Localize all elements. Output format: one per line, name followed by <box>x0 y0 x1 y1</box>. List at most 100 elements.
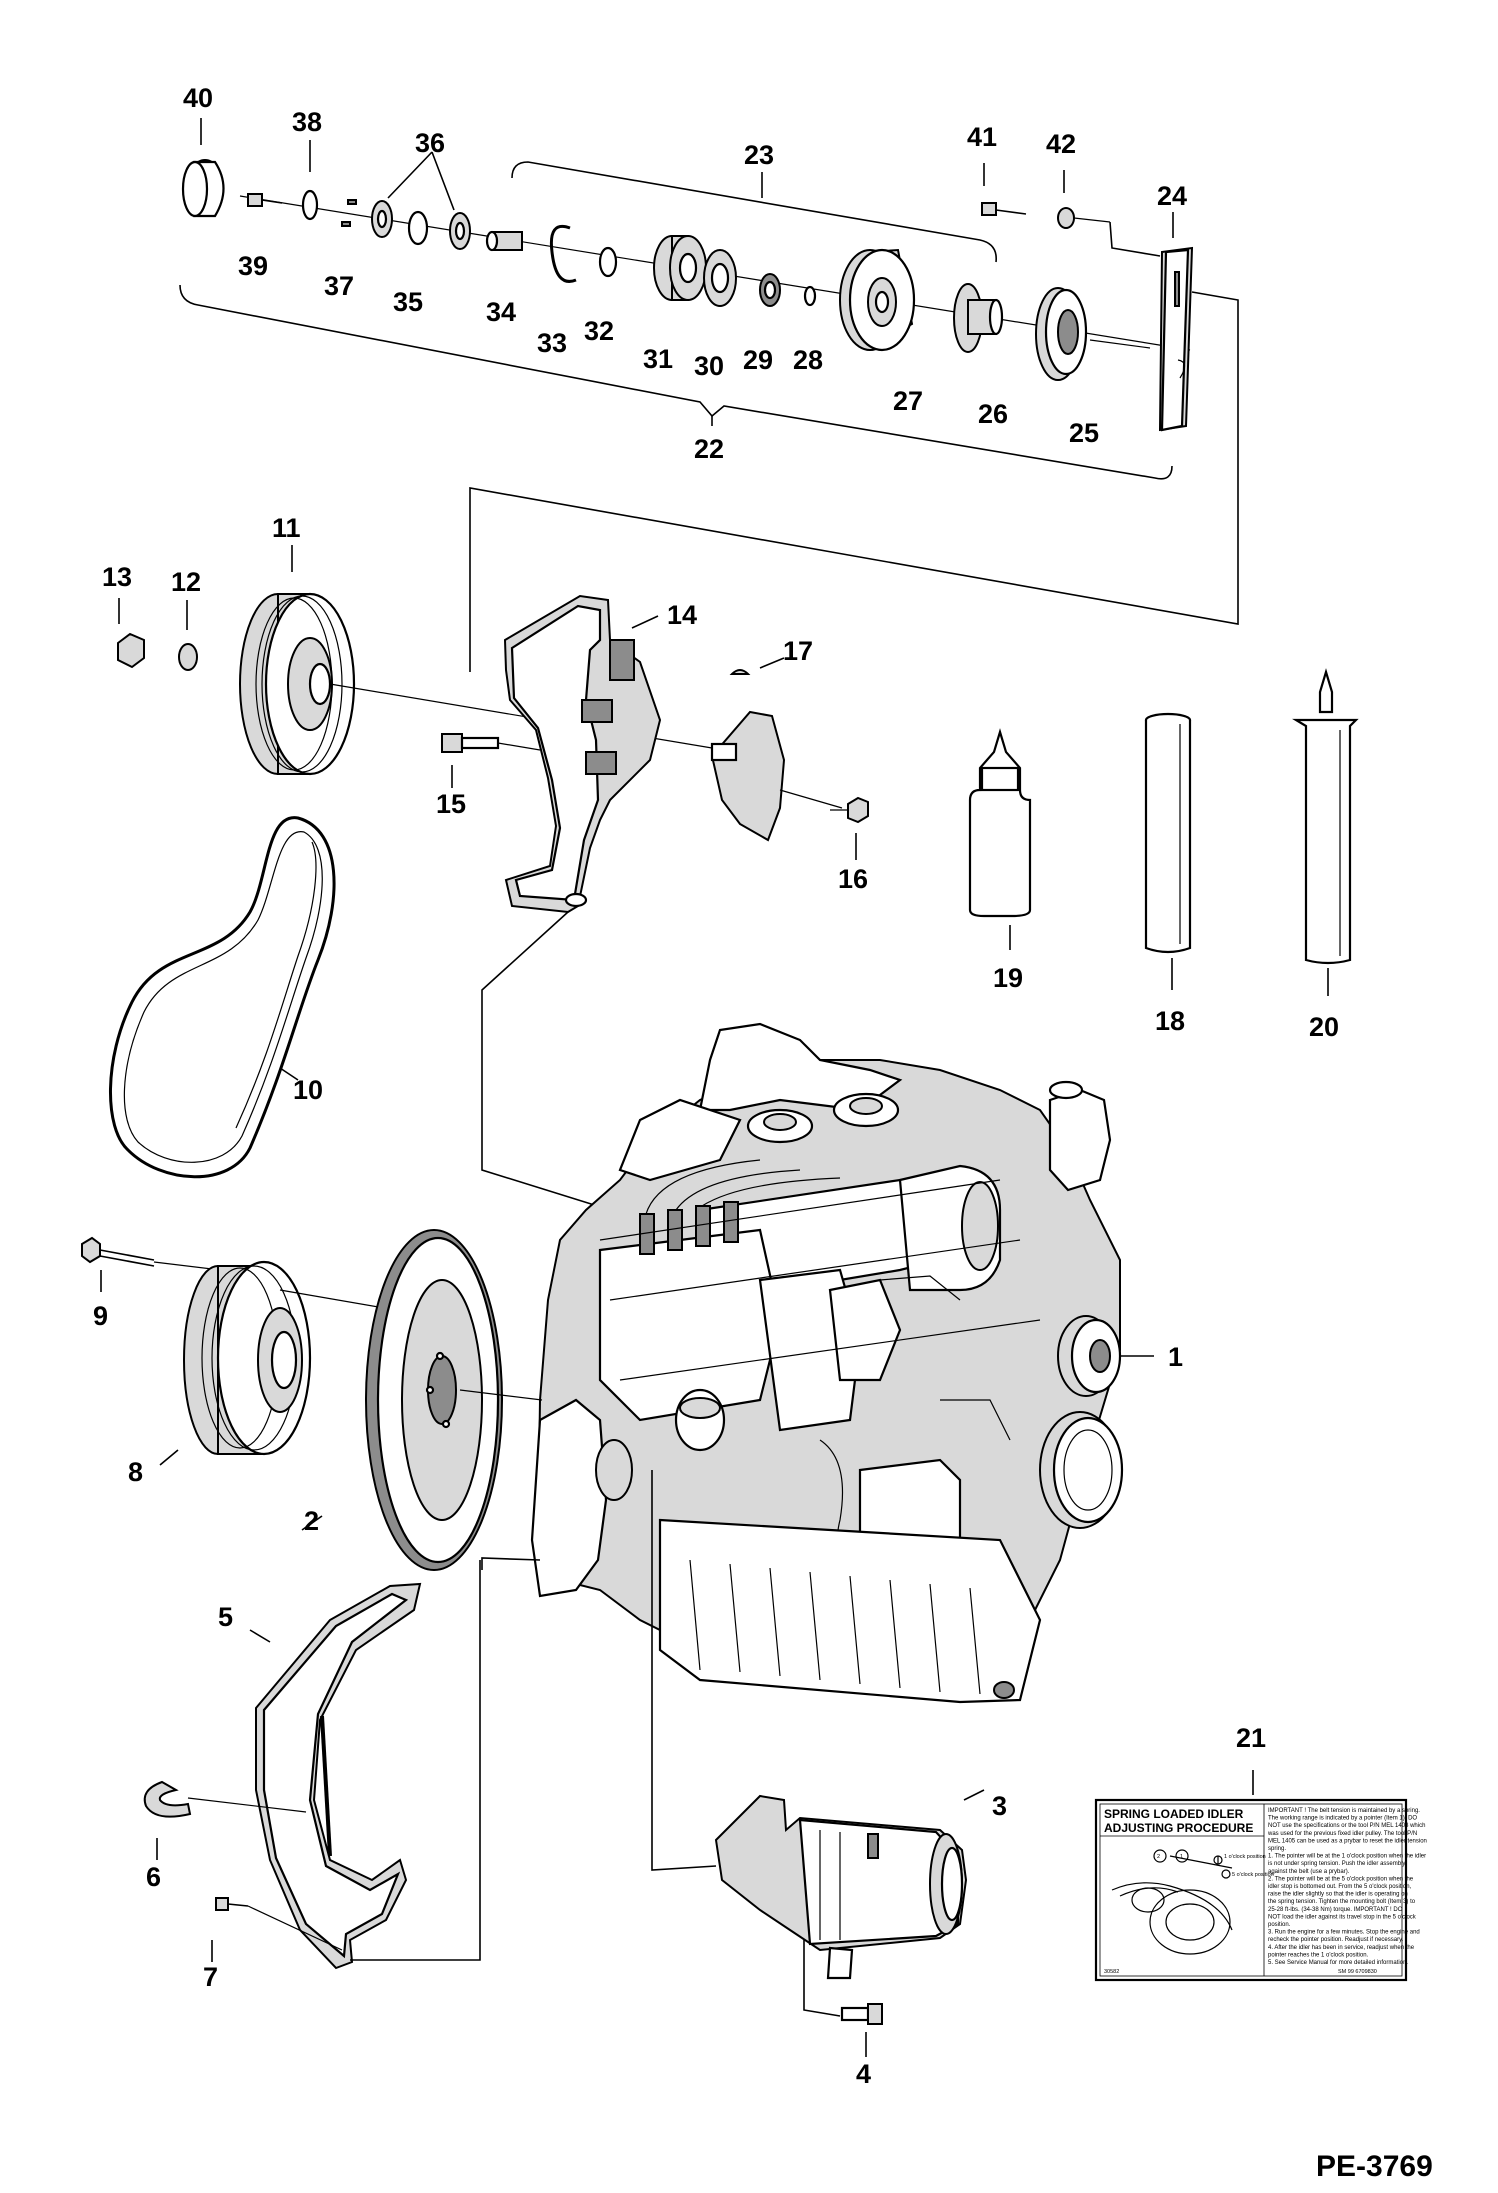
part-18-grease-tube <box>1144 712 1192 990</box>
part-38-washer <box>301 189 319 221</box>
callout-24: 24 <box>1157 181 1187 211</box>
part-9-bolt <box>81 1236 155 1267</box>
callout-8: 8 <box>128 1457 143 1487</box>
part-16-nut <box>830 796 869 824</box>
callout-28: 28 <box>793 345 823 375</box>
part-40-cap <box>181 159 225 218</box>
decal-instructions: IMPORTANT ! The belt tension is maintain… <box>1267 1808 1427 1966</box>
callout-33: 33 <box>537 328 567 358</box>
part-8-crank-pulley <box>183 1260 312 1456</box>
decal-1oclock-label: 1 o'clock position <box>1224 1854 1266 1860</box>
decal-marker-2: 2 <box>1157 1854 1160 1860</box>
part-2-flywheel <box>365 1229 503 1571</box>
callout-9: 9 <box>93 1301 108 1331</box>
part-19-threadlock-bottle <box>968 728 1032 950</box>
decal-instruction-line: was used for the previous fixed idler pu… <box>1267 1831 1417 1837</box>
callout-16: 16 <box>838 864 868 894</box>
decal-instruction-line: the spring tension. Tighten the mounting… <box>1268 1899 1416 1905</box>
decal-instruction-line: 2. The pointer will be at the 5 o'clock … <box>1268 1876 1414 1882</box>
part-13-nut <box>117 632 145 669</box>
decal-instruction-line: 3. Run the engine for a few minutes. Sto… <box>1268 1930 1420 1936</box>
part-10-drive-belt <box>109 816 336 1179</box>
decal-5oclock-label: 5 o'clock position <box>1232 1872 1274 1878</box>
callout-18: 18 <box>1155 1006 1185 1036</box>
decal-instruction-line: against the belt (use a prybar). <box>1268 1869 1350 1875</box>
callout-22: 22 <box>694 434 724 464</box>
callout-39: 39 <box>238 251 268 281</box>
callout-30: 30 <box>694 351 724 381</box>
part-21-adjusting-decal: SPRING LOADED IDLER ADJUSTING PROCEDURE … <box>1094 1798 1427 1982</box>
bracket-22 <box>179 284 1173 480</box>
callout-labels: 40 38 36 23 41 42 24 39 37 35 34 33 32 3… <box>93 83 1339 2089</box>
callout-26: 26 <box>978 399 1008 429</box>
part-7-screw <box>215 1897 249 1911</box>
decal-instruction-line: pointer reaches the 1 o'clock position. <box>1268 1952 1369 1958</box>
callout-19: 19 <box>993 963 1023 993</box>
decal-instruction-line: IMPORTANT ! The belt tension is maintain… <box>1268 1808 1420 1814</box>
callout-14: 14 <box>667 600 697 630</box>
part-39-screw <box>247 193 283 207</box>
decal-instruction-line: spring. <box>1268 1846 1286 1852</box>
part-1-engine <box>530 1022 1124 1704</box>
part-32-oring <box>598 246 618 278</box>
decal-marker-1: 1 <box>1180 1854 1183 1860</box>
decal-title-line2: ADJUSTING PROCEDURE <box>1104 1821 1253 1835</box>
callout-31: 31 <box>643 344 673 374</box>
callout-27: 27 <box>893 386 923 416</box>
part-35-oring <box>407 210 429 246</box>
bracket-23 <box>511 161 997 263</box>
part-20-sealant-tube <box>1292 668 1359 996</box>
part-28-ring <box>803 285 817 307</box>
callout-12: 12 <box>171 567 201 597</box>
callout-42: 42 <box>1046 129 1076 159</box>
part-3-starter <box>714 1794 968 1980</box>
part-12-washer <box>178 643 198 671</box>
part-26-hub <box>953 283 1004 353</box>
reference-number: PE-3769 <box>1316 2150 1433 2183</box>
callout-7: 7 <box>203 1962 218 1992</box>
part-34-sleeve <box>485 230 523 252</box>
callout-4: 4 <box>856 2059 871 2089</box>
callout-21: 21 <box>1236 1723 1266 1753</box>
part-6-clip <box>143 1780 192 1818</box>
decal-instruction-line: recheck the pointer position. Readjust i… <box>1268 1937 1404 1943</box>
decal-instruction-line: NOT load the idler against its travel st… <box>1268 1914 1417 1920</box>
callout-38: 38 <box>292 107 322 137</box>
part-33-snapring <box>549 225 577 283</box>
part-29-bushing <box>759 273 781 307</box>
callout-25: 25 <box>1069 418 1099 448</box>
part-4-bolt <box>840 2003 883 2025</box>
decal-idler-illustration: 2 1 1 o'clock position 5 o'clock positio… <box>1111 1849 1274 1955</box>
part-37-pin <box>347 199 357 205</box>
decal-instruction-line: 4. After the idler has been in service, … <box>1268 1945 1415 1951</box>
part-31-bearing <box>653 235 707 301</box>
part-30-seal <box>703 249 737 307</box>
part-5-belt-shield <box>255 1582 422 1970</box>
callout-11: 11 <box>272 513 301 543</box>
callout-29: 29 <box>743 345 773 375</box>
part-36-bearings <box>371 200 471 250</box>
decal-instruction-line: raise the idler slightly so that the idl… <box>1268 1892 1408 1898</box>
callout-37: 37 <box>324 271 354 301</box>
idler-assembly <box>179 118 1194 480</box>
decal-instruction-line: NOT use the specifications or the tool P… <box>1268 1823 1425 1829</box>
part-15-bolt <box>441 733 541 753</box>
callout-20: 20 <box>1309 1012 1339 1042</box>
decal-instruction-line: 5. See Service Manual for more detailed … <box>1268 1960 1408 1966</box>
callout-10: 10 <box>293 1075 323 1105</box>
callout-36: 36 <box>415 128 445 158</box>
decal-instruction-line: is not under spring tension. Push the id… <box>1268 1861 1405 1867</box>
callout-3: 3 <box>992 1791 1007 1821</box>
pulley-11 <box>239 592 356 776</box>
part-42-nut <box>1057 207 1075 229</box>
decal-footer-left: 30582 <box>1104 1969 1119 1975</box>
decal-instruction-line: idler stop is bottomed out. From the 5 o… <box>1268 1884 1412 1890</box>
decal-instruction-line: 25-28 ft-lbs. (34-38 Nm) torque. IMPORTA… <box>1268 1907 1403 1913</box>
decal-title-line1: SPRING LOADED IDLER <box>1104 1807 1244 1821</box>
decal-footer-right: SM 99 6709830 <box>1338 1969 1377 1975</box>
callout-15: 15 <box>436 789 466 819</box>
callout-1: 1 <box>1168 1342 1183 1372</box>
part-27-idler-pulley <box>839 248 916 352</box>
decal-instruction-line: position. <box>1268 1922 1291 1928</box>
